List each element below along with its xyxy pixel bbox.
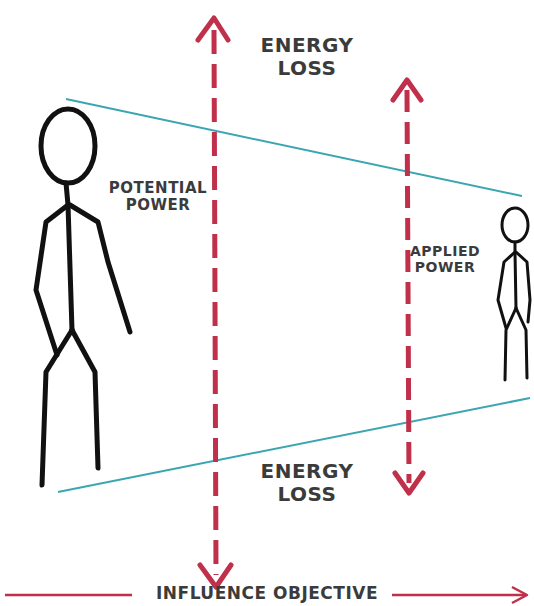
arrow-head [395, 473, 423, 493]
potential-power-label: POTENTIAL POWER [103, 180, 213, 215]
figure-leg [516, 308, 527, 378]
applied-power-label: APPLIED POWER [405, 243, 485, 275]
arrow-head [198, 18, 228, 40]
figure-head [41, 109, 95, 183]
influence-objective-label: INFLUENCE OBJECTIVE [122, 584, 412, 604]
figure-leg [505, 308, 516, 380]
figure-arm [36, 205, 68, 355]
energy-loss-arrow [214, 30, 216, 575]
figure-head [502, 208, 528, 242]
objective-line [5, 594, 132, 597]
figure-leg [72, 330, 98, 468]
arrow-head [512, 587, 527, 603]
energy-loss-label: ENERGY LOSS [252, 460, 362, 506]
arrow-head [393, 80, 421, 100]
small-stick-figure [498, 208, 530, 380]
figure-arm [70, 205, 130, 332]
large-stick-figure [36, 109, 130, 485]
figure-leg [42, 330, 72, 485]
objective-line [392, 594, 526, 597]
energy-loss-label: ENERGY LOSS [252, 34, 362, 80]
energy-loss-arrow [407, 90, 409, 483]
